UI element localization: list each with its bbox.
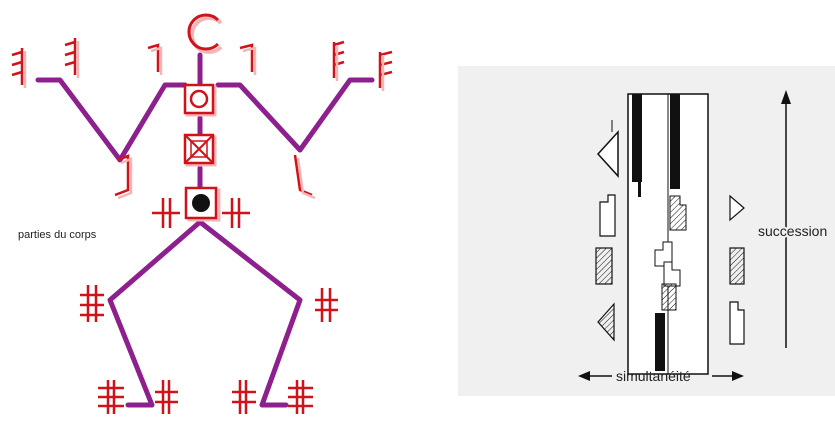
right-step-symbol	[729, 301, 745, 345]
pelvis-dot	[192, 194, 210, 212]
right-elbow-sign	[293, 154, 313, 197]
simultaneity-arrowhead-right-icon	[732, 371, 744, 381]
hip-signs	[152, 198, 250, 228]
left-shoulder-tick	[147, 43, 160, 72]
foot-signs	[98, 380, 313, 414]
shoulder-box	[183, 83, 215, 115]
staff-symbol-step	[654, 241, 673, 267]
pelvis-sign	[184, 186, 221, 222]
left-step-symbol	[599, 194, 616, 237]
right-foot-sign-2	[288, 380, 313, 414]
right-arm	[215, 77, 375, 153]
right-hip-sign	[222, 198, 250, 228]
left-hatched-symbol	[595, 247, 613, 285]
left-leg	[107, 219, 203, 408]
body-parts-figure: parties du corps	[11, 13, 393, 414]
simultaneity-arrowhead-left-icon	[578, 371, 590, 381]
chest-x-2	[184, 134, 214, 164]
shoulder-circle	[189, 89, 209, 109]
right-hand-sign-1	[332, 40, 345, 78]
knee-signs	[80, 285, 338, 322]
right-knee-sign	[315, 288, 338, 322]
shoulder-tick-signs	[147, 43, 257, 75]
succession-arrowhead-icon	[781, 90, 791, 104]
succession-label: succession	[758, 223, 827, 239]
right-hand-signs	[332, 40, 393, 91]
left-elbow-sign-shadow	[117, 157, 133, 200]
left-triangle-bottom	[597, 302, 615, 342]
right-shoulder-tick	[239, 43, 254, 72]
staff-diagram: succession simultanéité	[458, 66, 835, 396]
left-triangle-top	[596, 130, 619, 178]
left-knee-sign	[80, 285, 104, 322]
right-triangle-symbol	[729, 194, 745, 222]
shoulder-joint-sign	[183, 83, 217, 117]
staff-symbol-hatched-1	[669, 195, 687, 231]
right-shoulder-tick-shadow	[242, 46, 257, 75]
left-foot-sign-1	[98, 380, 124, 414]
left-arm	[35, 77, 188, 163]
elbow-signs	[114, 154, 316, 200]
chest-sign	[183, 133, 217, 167]
right-elbow-sign-shadow	[296, 157, 316, 200]
simultaneity-label: simultanéité	[616, 368, 691, 384]
staff-bar-right-top	[670, 94, 680, 189]
left-hand-signs	[11, 38, 80, 88]
right-hand-sign-2	[378, 50, 393, 88]
chest-inner	[190, 140, 208, 158]
staff-bar-left-tail	[638, 182, 641, 197]
head-shadow	[189, 16, 223, 54]
staff-bar-left-bottom	[655, 313, 665, 371]
staff-symbol-hatched-2	[661, 283, 677, 311]
right-leg	[197, 219, 303, 408]
right-foot-sign-1	[232, 380, 256, 414]
left-elbow-sign	[114, 154, 130, 197]
body-parts-label: parties du corps	[18, 229, 97, 241]
left-hand-sign-2	[64, 38, 77, 75]
head-c-shape	[187, 13, 220, 51]
left-foot-sign-2	[155, 380, 178, 414]
left-hand-sign-1	[11, 48, 24, 85]
head-sign	[187, 13, 223, 54]
skeleton-lines	[35, 52, 375, 408]
left-shoulder-tick-shadow	[150, 46, 163, 75]
left-hip-sign	[152, 198, 180, 228]
staff-bar-left-top	[632, 94, 642, 182]
right-hatched-symbol	[729, 247, 745, 285]
